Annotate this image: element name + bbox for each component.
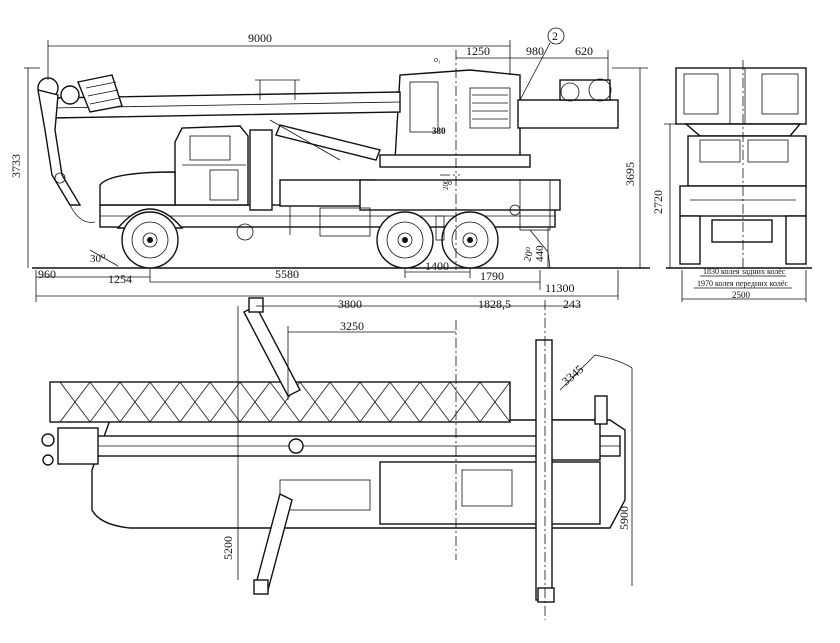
rear-wheel-2: [441, 211, 499, 269]
truck-cab: [99, 125, 273, 211]
svg-text:380: 380: [432, 126, 446, 136]
dim-960: 960: [38, 267, 56, 281]
dim-front-angle: 30⁰: [90, 253, 106, 265]
dim-3800: 3800: [338, 297, 362, 311]
top-boom: [49, 381, 511, 423]
top-view-dimensions: 3800 1828,5 243 3250 3345 5900 5200: [221, 297, 633, 586]
dim-front-track: 1970 колея передних колёс: [697, 279, 788, 288]
dim-1828: 1828,5: [478, 297, 511, 311]
dim-1254: 1254: [108, 272, 132, 286]
o-label: o: [448, 178, 452, 187]
dim-243: 243: [563, 297, 581, 311]
dim-3250: 3250: [340, 319, 364, 333]
boom-head: [37, 77, 96, 223]
dim-980: 980: [526, 44, 544, 58]
luffing-cylinder: [275, 124, 381, 161]
callout-label: 2: [552, 29, 558, 43]
dim-width: 2500: [732, 290, 751, 300]
dim-front-height: 2720: [651, 190, 665, 214]
dim-11300: 11300: [545, 281, 575, 295]
rear-wheel-1: [376, 211, 434, 269]
dim-5200: 5200: [221, 536, 235, 560]
front-wheel: [116, 208, 184, 269]
dim-5900: 5900: [617, 506, 631, 530]
dim-1250: 1250: [466, 44, 490, 58]
top-view: [41, 297, 626, 620]
superstructure: 380: [379, 69, 619, 168]
dim-rear-angle: 20⁰: [522, 246, 536, 262]
dim-200: 200: [442, 179, 450, 190]
dim-right-height: 3695: [623, 162, 637, 186]
boom: [49, 74, 401, 119]
dim-1400: 1400: [425, 259, 449, 273]
dim-1790: 1790: [480, 269, 504, 283]
dim-620: 620: [575, 44, 593, 58]
dim-left-height: 3733: [9, 154, 23, 178]
callout-circle: [547, 27, 565, 45]
dim-rear-track: 1830 колея задних колёс: [703, 267, 786, 276]
outrigger-rear: [535, 339, 553, 601]
dim-3345: 3345: [559, 362, 586, 388]
dim-5580: 5580: [275, 267, 299, 281]
dim-overall-length: 9000: [248, 31, 272, 45]
o1-label: o₁: [434, 55, 441, 64]
side-view: 380 2 o₁: [32, 27, 650, 270]
front-view: 2720 1830 колея задних колёс 1970 колея …: [651, 60, 812, 302]
side-view-dimensions: 9000 1250 980 620 3733 3695 440 20⁰ 200 …: [9, 31, 648, 302]
dim-440: 440: [534, 245, 546, 262]
